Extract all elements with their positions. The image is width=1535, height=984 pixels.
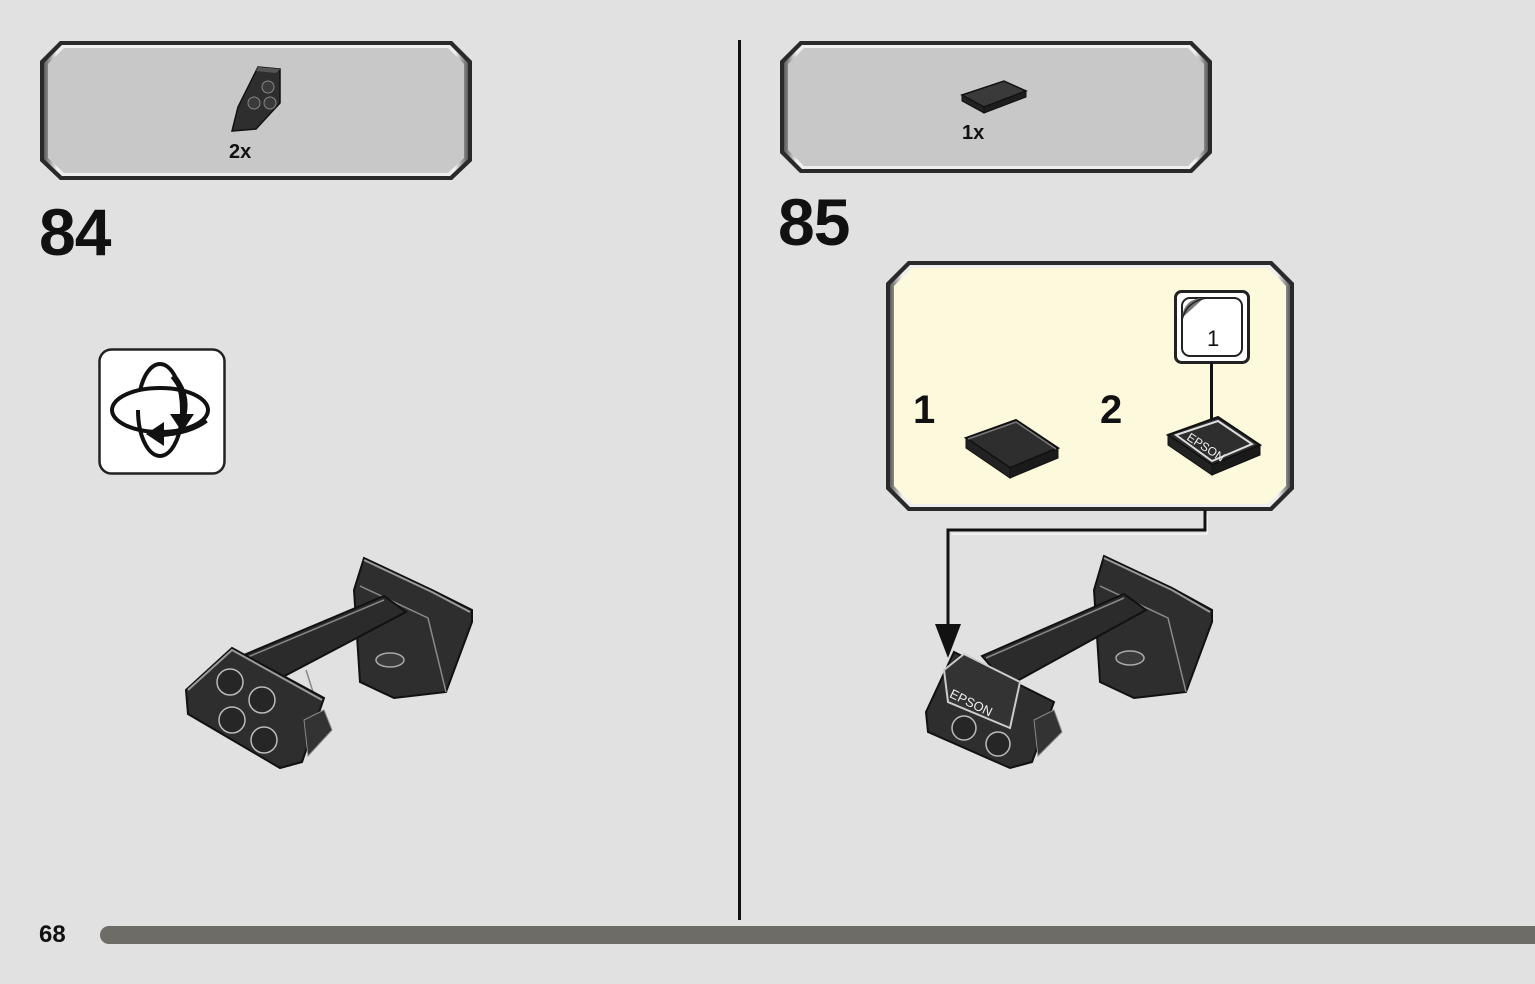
stickered-tile-part-icon xyxy=(1165,415,1263,476)
step-number-84: 84 xyxy=(39,195,111,269)
sticker-reference-number: 1 xyxy=(1207,326,1220,351)
part-quantity-85: 1x xyxy=(962,122,985,144)
rotate-model-icon xyxy=(98,348,226,475)
page-footer-bar xyxy=(100,926,1535,944)
parts-list-box-85: 1x xyxy=(778,39,1214,175)
tile-part-icon xyxy=(963,418,1061,479)
model-assembly-85: EPSON xyxy=(924,552,1219,777)
step-number-85: 85 xyxy=(778,185,850,259)
part-quantity-84: 2x xyxy=(229,141,252,163)
page-divider xyxy=(738,40,741,920)
parts-list-box-84: 2x xyxy=(38,39,474,183)
model-assembly-84 xyxy=(184,550,479,775)
wedge-plate-part-icon xyxy=(231,66,281,132)
tile-part-icon xyxy=(960,80,1028,114)
placement-arrow xyxy=(935,510,1208,658)
sticker-pointer-line xyxy=(1210,363,1213,425)
sticker-reference-icon: 1 xyxy=(1174,290,1250,364)
sub-assembly-callout: 1 2 1 EPSON xyxy=(884,259,1296,513)
substep-number-1: 1 xyxy=(913,388,936,432)
page-number: 68 xyxy=(39,921,66,948)
substep-number-2: 2 xyxy=(1100,388,1123,432)
